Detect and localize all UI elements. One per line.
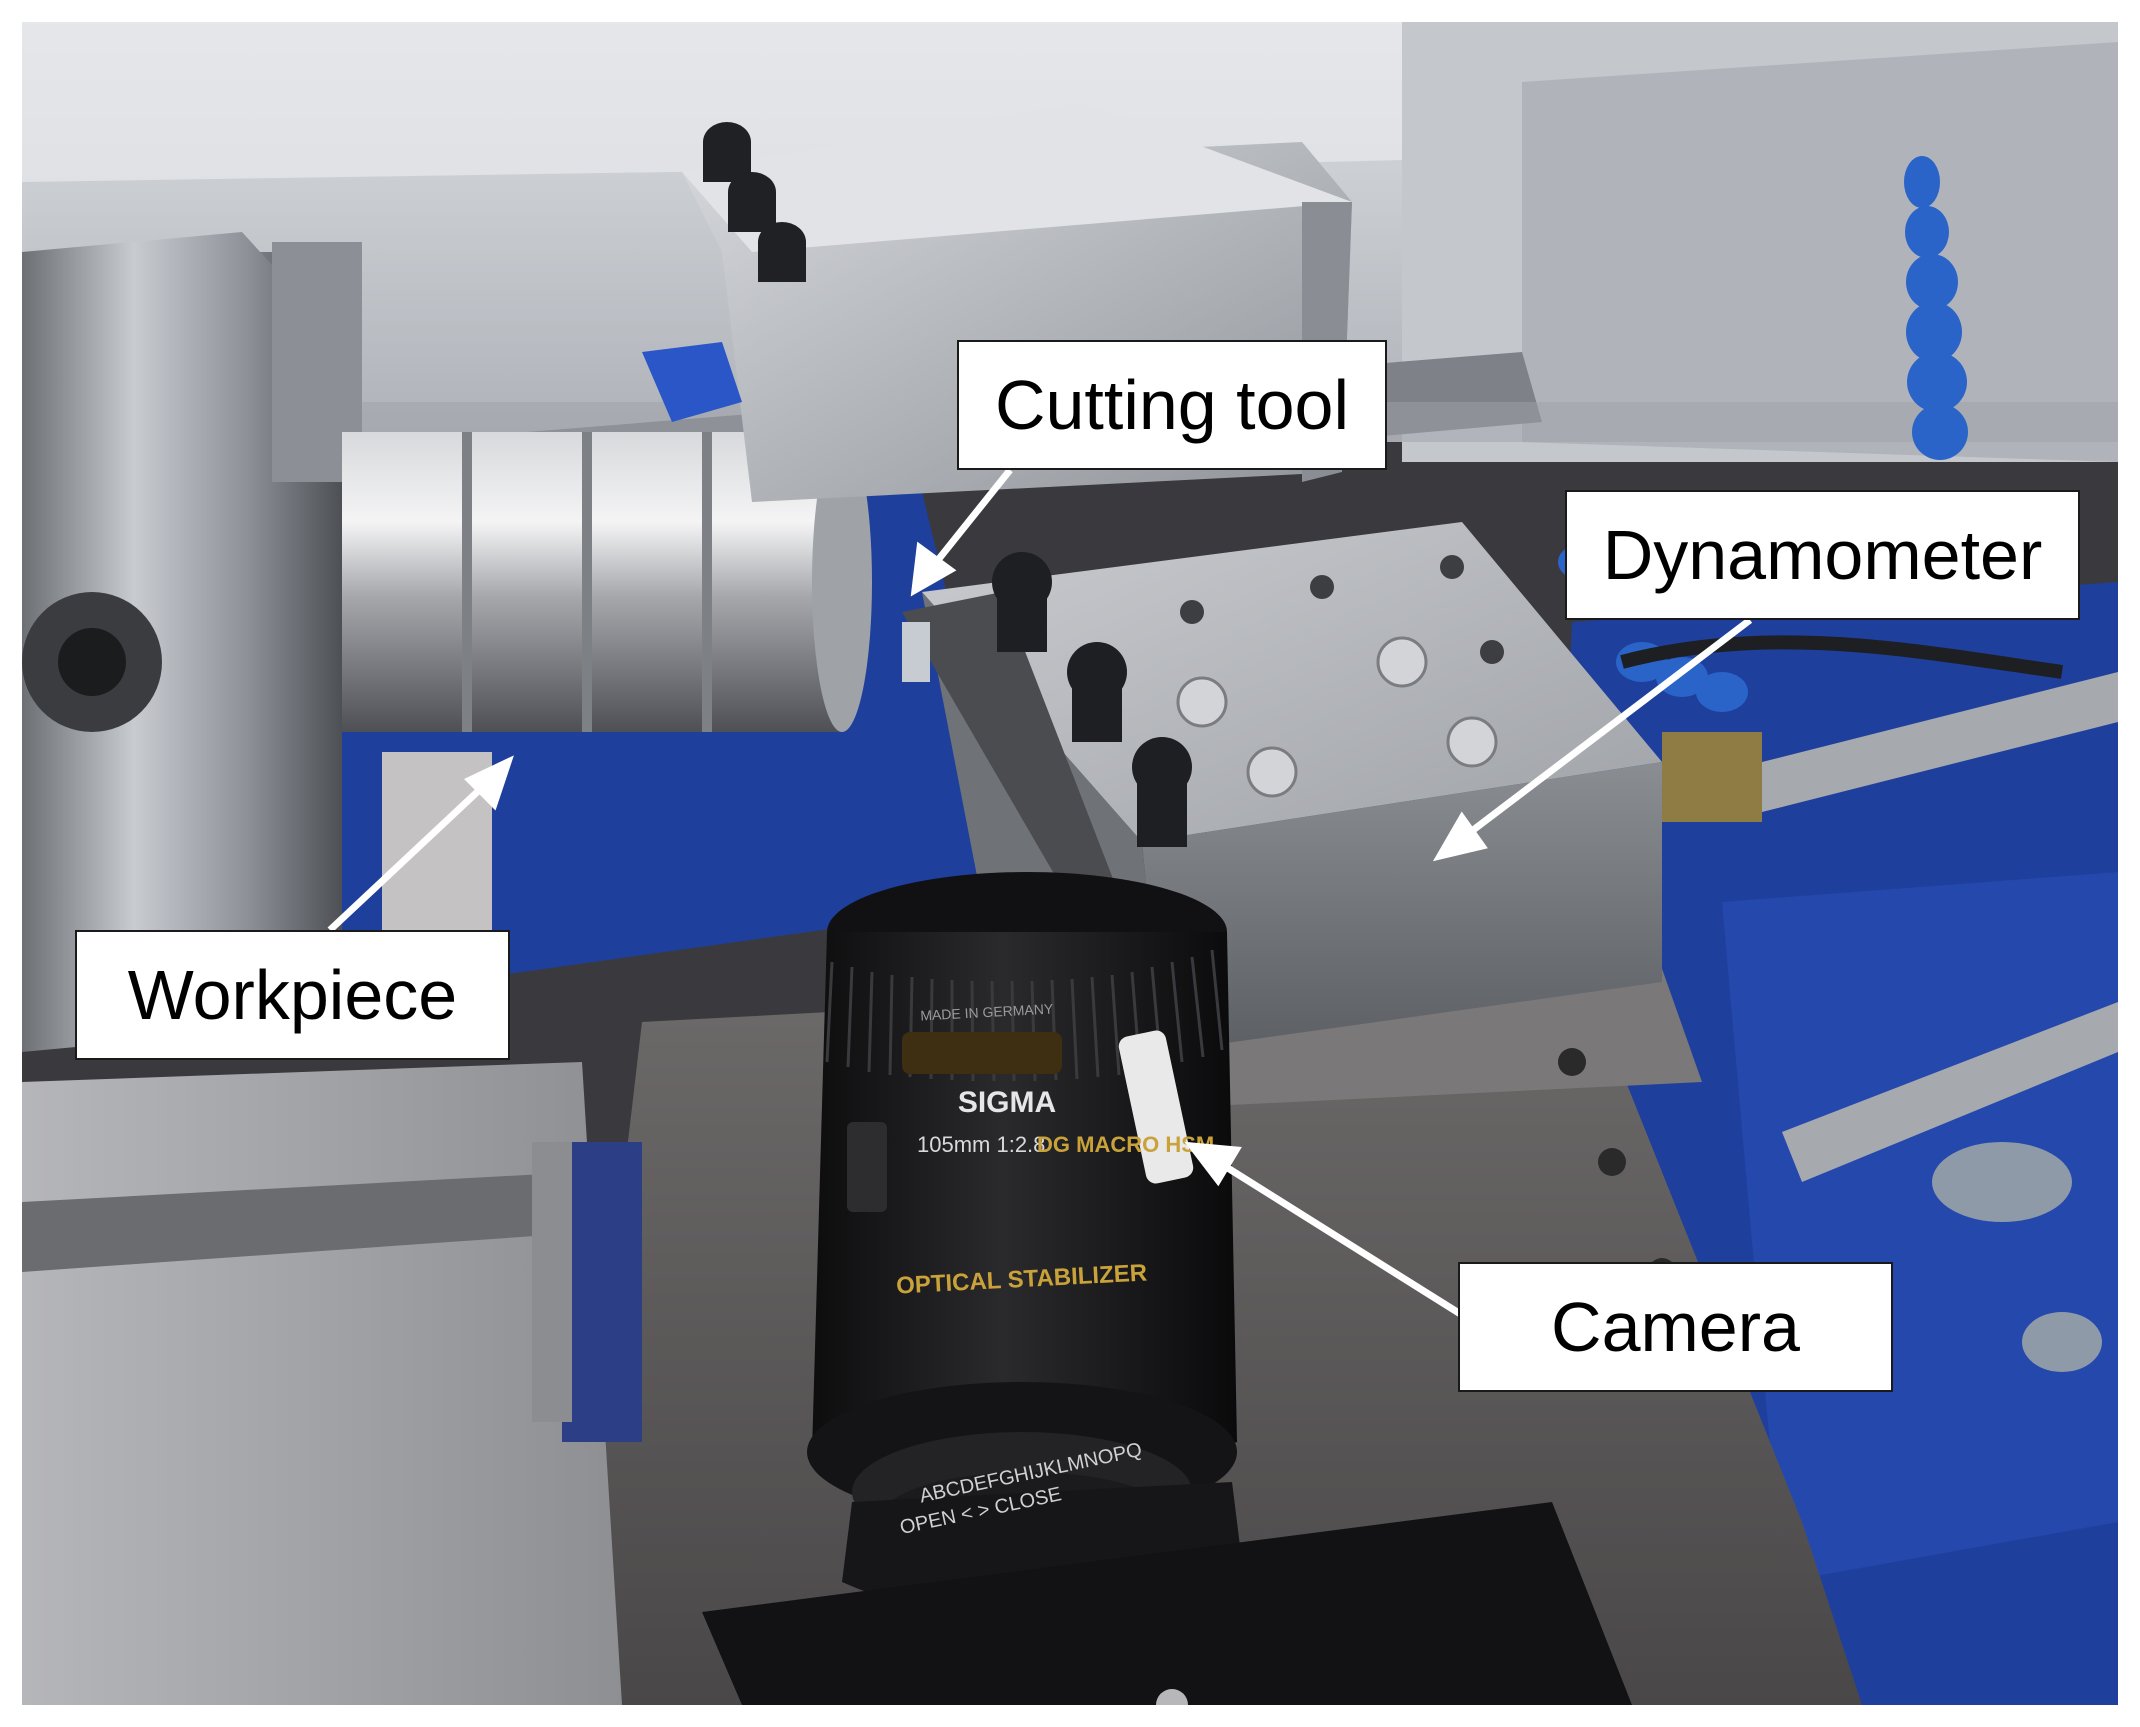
camera-body [702,1502,1632,1705]
lens-brand-text: SIGMA [958,1086,1056,1119]
tool-holder [902,592,1122,922]
label-camera: Camera [1458,1262,1893,1392]
lens-made-in-text: MADE IN GERMANY [920,1001,1054,1024]
label-dynamometer: Dynamometer [1565,490,2080,620]
hydraulic-coupling [1782,1002,2118,1182]
signal-connector [1662,732,1762,822]
lens-spec-text: 105mm 1:2.8 [917,1132,1045,1157]
camera-lens [807,872,1242,1618]
label-workpiece: Workpiece [75,930,510,1060]
cutting-insert [902,622,930,682]
lathe-photo: MADE IN GERMANY SIGMA 105mm 1:2.8 DG MAC… [22,22,2118,1705]
label-cutting-tool: Cutting tool [957,340,1387,470]
lens-line-text: DG MACRO HSM [1037,1132,1214,1157]
tool-post-bolts [703,122,806,282]
